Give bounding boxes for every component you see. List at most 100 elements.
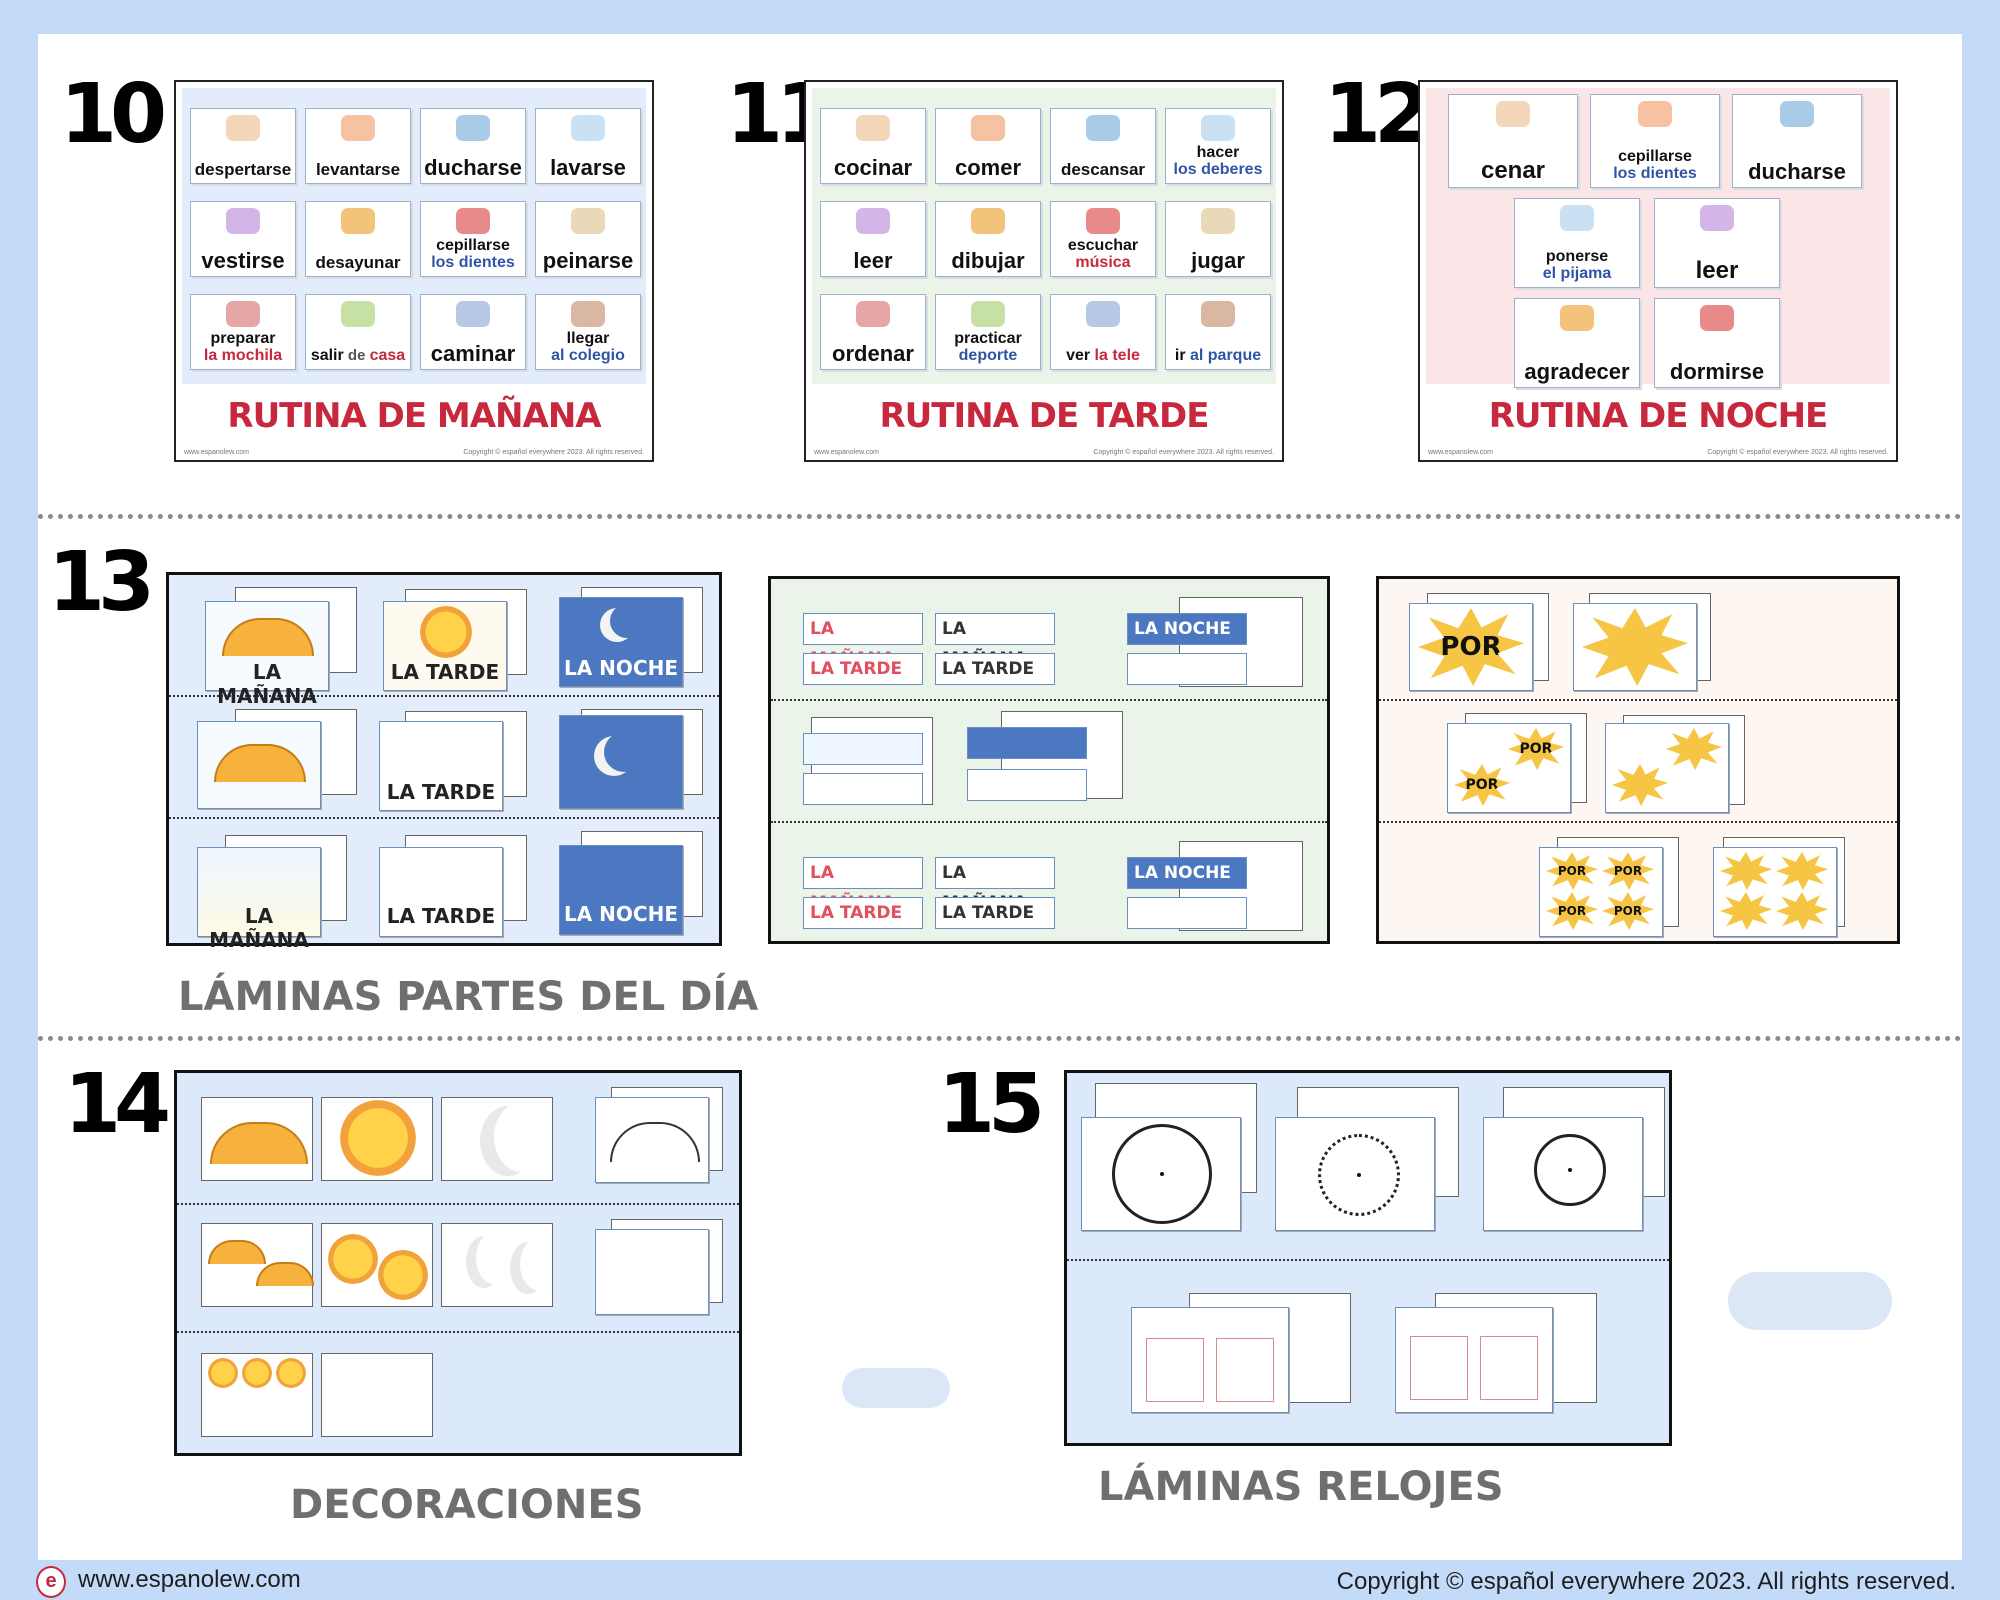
routine-card: vestirse (190, 201, 296, 277)
clock-icon (1318, 1134, 1400, 1216)
cloud-decoration (842, 1368, 950, 1408)
sun-icon (222, 618, 314, 656)
sun-icon (420, 606, 472, 658)
caption-decoraciones: DECORACIONES (290, 1482, 644, 1528)
clock-icon (1534, 1134, 1606, 1206)
routine-word: leer (1695, 256, 1739, 284)
routine-card: leer (1654, 198, 1780, 288)
routine-illustration-icon (341, 208, 375, 234)
section-divider (38, 514, 1962, 519)
routine-card: desayunar (305, 201, 411, 277)
routine-word: salir (310, 347, 344, 365)
routine-phrase: música (1075, 254, 1131, 272)
routine-illustration-icon (856, 301, 890, 327)
poster-title: RUTINA DE MAÑANA (227, 396, 601, 436)
poster-title: RUTINA DE NOCHE (1488, 396, 1829, 436)
routine-illustration-icon (1496, 101, 1530, 127)
routine-illustration-icon (1700, 205, 1734, 231)
routine-illustration-icon (971, 115, 1005, 141)
routine-card: salir de casa (305, 294, 411, 370)
sheet-noche-text: LA NOCHE (559, 845, 683, 935)
routine-word: leer (853, 247, 893, 273)
routine-card: ducharse (1732, 94, 1862, 188)
espanolew-logo: e (36, 1566, 66, 1598)
routine-illustration-icon (456, 301, 490, 327)
routine-illustration-icon (1201, 115, 1235, 141)
routine-card: caminar (420, 294, 526, 370)
routine-word: agradecer (1524, 358, 1630, 384)
relojes-panel (1064, 1070, 1672, 1446)
routine-word: cocinar (833, 154, 913, 180)
sheet-manana-text: LA MAÑANA (197, 847, 321, 952)
item-number-15: 15 (938, 1057, 1045, 1152)
routine-phrase: deporte (958, 347, 1018, 365)
partes-sheets-panel: LA MAÑANA LA TARDE LA NOCHE LA TARDE LA … (166, 572, 722, 952)
item-number-13: 13 (48, 535, 155, 630)
clock-icon (1112, 1124, 1212, 1224)
caption-laminas-relojes: LÁMINAS RELOJES (1098, 1464, 1504, 1510)
sheet-la-tarde: LA TARDE (383, 601, 507, 691)
routine-word: practicar (954, 330, 1022, 348)
routine-illustration-icon (571, 301, 605, 327)
routine-illustration-icon (1086, 208, 1120, 234)
routine-card: ducharse (420, 108, 526, 184)
routine-card: levantarse (305, 108, 411, 184)
routine-word: peinarse (542, 247, 634, 273)
sheet-la-manana: LA MAÑANA (205, 601, 329, 708)
routine-word: ordenar (832, 340, 914, 366)
por-burst: POR (1418, 608, 1524, 686)
routine-word: cepillarse (1618, 148, 1692, 166)
routine-word: ver (1066, 347, 1091, 365)
cloud-decoration (1728, 1272, 1892, 1330)
sun-icon (210, 1122, 308, 1164)
routine-word: comer (954, 154, 1022, 180)
routine-word: escuchar (1067, 237, 1139, 255)
routine-word: ponerse (1545, 248, 1609, 266)
routine-word: descansar (1060, 160, 1146, 180)
routine-illustration-icon (571, 208, 605, 234)
item-number-14: 14 (64, 1057, 171, 1152)
routine-card: ver la tele (1050, 294, 1156, 370)
sheet-manana-blank (197, 721, 321, 809)
routine-card: cocinar (820, 108, 926, 184)
routine-word: despertarse (194, 160, 292, 180)
routine-illustration-icon (1780, 101, 1814, 127)
partes-labels-panel: LA MAÑANA LA TARDE LA MAÑANA LA TARDE LA… (768, 576, 1330, 944)
routine-illustration-icon (226, 115, 260, 141)
routine-word: cepillarse (436, 237, 510, 255)
routine-illustration-icon (971, 208, 1005, 234)
routine-illustration-icon (1560, 305, 1594, 331)
routine-word: cenar (1480, 156, 1546, 184)
routine-illustration-icon (341, 115, 375, 141)
caption-laminas-partes: LÁMINAS PARTES DEL DÍA (178, 974, 759, 1020)
routine-illustration-icon (1638, 101, 1672, 127)
routine-card: cenar (1448, 94, 1578, 188)
blank-burst (1582, 608, 1688, 686)
routine-word: desayunar (315, 253, 401, 273)
routine-illustration-icon (1201, 208, 1235, 234)
routine-phrase: los dientes (1613, 165, 1697, 183)
footer-copyright: Copyright © español everywhere 2023. All… (1336, 1568, 1956, 1595)
routine-illustration-icon (1560, 205, 1594, 231)
routine-illustration-icon (456, 208, 490, 234)
por-cards-panel: POR POR POR POR POR POR POR (1376, 576, 1900, 944)
footer-url[interactable]: www.espanolew.com (78, 1566, 301, 1593)
routine-card: ir al parque (1165, 294, 1271, 370)
routine-card: descansar (1050, 108, 1156, 184)
routine-card: despertarse (190, 108, 296, 184)
routine-illustration-icon (1086, 301, 1120, 327)
sun-icon (214, 744, 306, 782)
